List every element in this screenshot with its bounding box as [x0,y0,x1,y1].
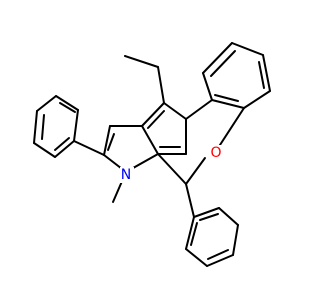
bond-benzo-6 [202,72,213,101]
bond-phenyl-left-inner-1 [54,137,70,151]
bond-core-3 [141,102,165,127]
bond-oxygen-2 [185,157,206,185]
nitrogen-atom-label: N [121,167,131,183]
bond-phenyl-bottom-4 [206,254,234,267]
bond-benzo-5 [211,99,245,109]
bond-benzo-4 [243,90,271,109]
molecule-drawing: O N [33,42,271,267]
bond-phenyl-bottom-inner-1 [199,213,219,221]
bond-pyrrole-inner-1 [107,133,115,151]
bond-phenyl-left-5 [55,95,79,111]
bond-bottom-link-2 [185,183,195,218]
bond-benzo-inner-3 [214,94,239,102]
bond-phenyl-left-inner-2 [41,114,45,140]
bond-phenyl-left-1 [54,140,75,158]
bond-phenyl-bottom-1 [193,207,220,218]
bond-phenyl-left-6 [73,109,79,142]
bond-core-1 [185,99,213,120]
bond-phenyl-bottom-5 [185,248,208,267]
oxygen-label-background [209,145,223,161]
bond-phenyl-left-2 [33,142,56,158]
bond-oxygen-1 [217,107,245,149]
bond-phenyl-left-inner-3 [59,102,76,113]
bond-phenyl-bottom-inner-3 [190,222,198,246]
chemical-structure-canvas: O N [33,42,271,267]
bond-core-inner-1 [147,110,165,129]
bond-bottom-link [157,153,187,185]
bond-phenyl-left-3 [33,110,38,144]
bond-phenyl-left-4 [36,95,57,112]
bond-phenyl-bottom-inner-2 [207,249,229,260]
bond-ethyl-1 [157,66,165,104]
bond-benzo-3 [262,54,271,92]
oxygen-atom-label: O [210,145,221,161]
bond-benzo-1 [202,42,233,74]
bond-benzo-2 [231,42,264,56]
bond-core-4 [141,125,159,155]
bond-core-2 [163,102,187,120]
bond-phenyl-bottom-3 [232,224,239,256]
bond-phenyl-bottom-2 [218,207,239,226]
bond-benzo-inner-2 [258,61,265,89]
bond-benzo-inner-1 [210,50,236,77]
bond-phenyl-bottom-6 [185,216,195,250]
bond-pyrrole-2 [103,125,111,156]
bond-phenyl-left-link [73,140,105,156]
nitrogen-label-background [120,167,134,183]
bond-ethyl-2 [124,55,159,68]
